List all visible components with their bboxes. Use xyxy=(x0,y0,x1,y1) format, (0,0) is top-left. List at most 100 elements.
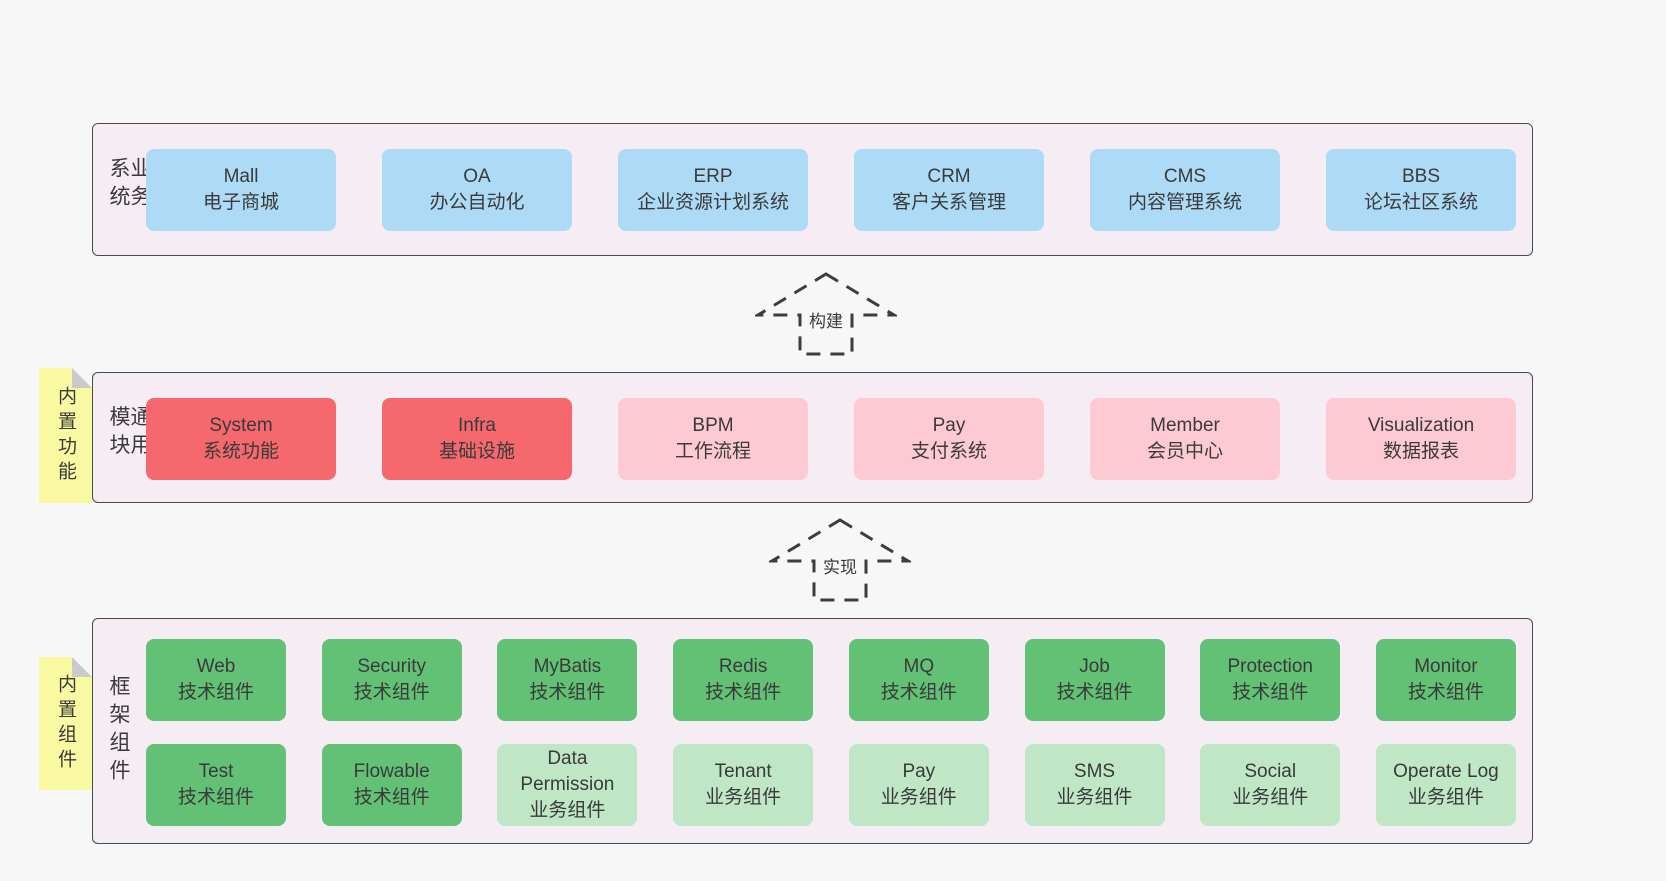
business-systems-box-row: Mall 电子商城 OA 办公自动化 ERP 企业资源计划系统 CRM 客户关系管理 CMS 内容… xyxy=(146,149,1516,231)
dashed-up-arrow-implement: 实现 xyxy=(769,517,911,603)
module-subtitle: 技术组件 xyxy=(177,682,254,703)
module-box-visualization: Visualization 数据报表 xyxy=(1326,398,1516,480)
dashed-up-arrow-build: 构建 xyxy=(755,271,897,357)
module-box-pay: Pay 支付系统 xyxy=(854,398,1044,480)
module-name: SMS xyxy=(1073,760,1116,782)
module-box-job: Job 技术组件 xyxy=(1024,639,1165,721)
sticky-note-built-in-features: 内置功能 xyxy=(39,368,92,503)
module-name: Pay xyxy=(902,760,936,782)
arrow-implement-label: 实现 xyxy=(820,553,860,578)
module-subtitle: 业务组件 xyxy=(880,787,957,808)
module-box-crm: CRM 客户关系管理 xyxy=(854,149,1044,231)
module-box-security: Security 技术组件 xyxy=(321,639,462,721)
module-subtitle: 技术组件 xyxy=(1407,682,1484,703)
note-fold-corner-icon xyxy=(72,657,92,677)
module-name: Infra xyxy=(457,414,497,436)
module-name: CRM xyxy=(927,165,971,187)
module-box-pay: Pay 业务组件 xyxy=(848,744,989,826)
module-name: Flowable xyxy=(353,760,430,782)
module-subtitle: 技术组件 xyxy=(529,682,606,703)
module-subtitle: 电子商城 xyxy=(202,192,279,213)
module-subtitle: 业务组件 xyxy=(705,787,782,808)
module-box-web: Web 技术组件 xyxy=(146,639,286,721)
module-box-system: System 系统功能 xyxy=(146,398,336,480)
module-box-monitor: Monitor 技术组件 xyxy=(1375,639,1516,721)
panel-framework-components-label: 框架组件 xyxy=(107,675,130,787)
module-box-mybatis: MyBatis 技术组件 xyxy=(497,639,638,721)
note-fold-corner-icon xyxy=(72,368,92,388)
module-name: Web xyxy=(196,655,236,677)
panel-common-modules-label: 通用模块 xyxy=(107,405,151,462)
module-name: Tenant xyxy=(714,760,772,782)
panel-business-systems-label: 业务系统 xyxy=(107,156,151,213)
module-box-cms: CMS 内容管理系统 xyxy=(1090,149,1280,231)
module-name: Monitor xyxy=(1414,655,1478,677)
module-box-operate-log: Operate Log 业务组件 xyxy=(1375,744,1516,826)
module-subtitle: 技术组件 xyxy=(705,682,782,703)
module-name: OA xyxy=(463,165,491,187)
module-subtitle: 业务组件 xyxy=(1056,787,1133,808)
module-name: MyBatis xyxy=(533,655,602,677)
module-subtitle: 内容管理系统 xyxy=(1127,192,1242,213)
module-subtitle: 论坛社区系统 xyxy=(1363,192,1478,213)
module-box-bbs: BBS 论坛社区系统 xyxy=(1326,149,1516,231)
sticky-note-built-in-components: 内置组件 xyxy=(39,657,92,790)
module-name: BPM xyxy=(692,414,734,436)
module-box-mq: MQ 技术组件 xyxy=(848,639,989,721)
module-box-erp: ERP 企业资源计划系统 xyxy=(618,149,808,231)
module-subtitle: 系统功能 xyxy=(202,441,279,462)
module-box-protection: Protection 技术组件 xyxy=(1200,639,1341,721)
module-subtitle: 企业资源计划系统 xyxy=(636,192,789,213)
module-subtitle: 办公自动化 xyxy=(429,192,525,213)
module-name: Mall xyxy=(223,165,259,187)
module-name: Protection xyxy=(1227,655,1313,677)
module-name: Social xyxy=(1244,760,1297,782)
module-subtitle: 技术组件 xyxy=(880,682,957,703)
module-subtitle: 技术组件 xyxy=(353,787,430,808)
module-box-infra: Infra 基础设施 xyxy=(382,398,572,480)
module-subtitle: 业务组件 xyxy=(1232,787,1309,808)
module-subtitle: 业务组件 xyxy=(1407,787,1484,808)
module-name: Pay xyxy=(932,414,966,436)
module-box-sms: SMS 业务组件 xyxy=(1024,744,1165,826)
module-subtitle: 技术组件 xyxy=(1056,682,1133,703)
module-subtitle: 技术组件 xyxy=(1232,682,1309,703)
panel-business-systems: 业务系统 Mall 电子商城 OA 办公自动化 ERP 企业资源计划系统 CRM 客户关系管理… xyxy=(92,123,1533,256)
module-box-flowable: Flowable 技术组件 xyxy=(321,744,462,826)
module-name: Data Permission xyxy=(520,747,615,795)
module-name: Visualization xyxy=(1367,414,1475,436)
module-box-mall: Mall 电子商城 xyxy=(146,149,336,231)
sticky-note-built-in-features-text: 内置功能 xyxy=(55,385,76,486)
module-subtitle: 支付系统 xyxy=(910,441,987,462)
module-name: MQ xyxy=(903,655,935,677)
module-name: BBS xyxy=(1401,165,1441,187)
module-name: ERP xyxy=(693,165,733,187)
module-subtitle: 基础设施 xyxy=(438,441,515,462)
module-name: Test xyxy=(198,760,234,782)
module-name: Security xyxy=(357,655,427,677)
module-name: System xyxy=(209,414,273,436)
sticky-note-built-in-components-text: 内置组件 xyxy=(55,673,76,774)
module-box-test: Test 技术组件 xyxy=(146,744,286,826)
module-subtitle: 技术组件 xyxy=(177,787,254,808)
module-box-data-permission: Data Permission 业务组件 xyxy=(497,744,638,826)
module-subtitle: 客户关系管理 xyxy=(891,192,1006,213)
module-box-oa: OA 办公自动化 xyxy=(382,149,572,231)
module-subtitle: 技术组件 xyxy=(353,682,430,703)
module-box-tenant: Tenant 业务组件 xyxy=(673,744,814,826)
module-name: Job xyxy=(1079,655,1110,677)
module-name: CMS xyxy=(1163,165,1207,187)
arrow-build-label: 构建 xyxy=(806,307,846,332)
module-name: Operate Log xyxy=(1393,760,1499,782)
module-subtitle: 数据报表 xyxy=(1382,441,1459,462)
module-subtitle: 业务组件 xyxy=(529,800,606,822)
